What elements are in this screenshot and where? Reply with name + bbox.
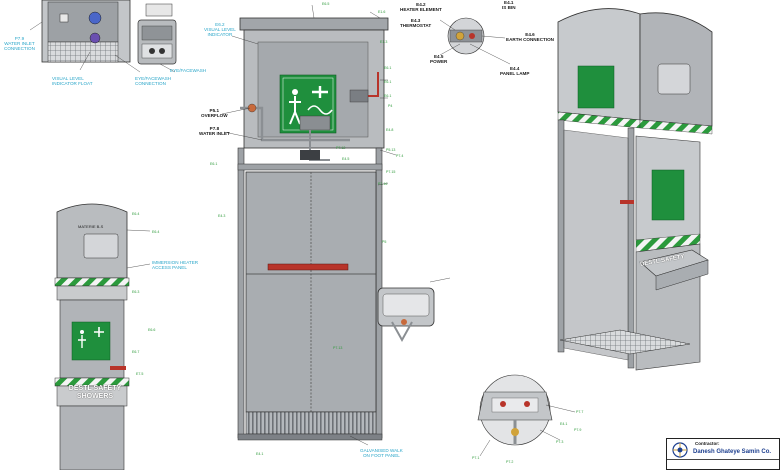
label-power: E4.5 POWER — [430, 54, 448, 65]
title-block-grid — [667, 459, 779, 469]
eyewash-bowl-center — [377, 287, 435, 343]
brand-text-left: DESTL SAFETY SHOWERS — [68, 385, 122, 400]
label-visual-level-indicator: E6.2 VISUAL LEVEL INDICATOR — [204, 22, 236, 38]
part-tag: P7.16 — [378, 182, 388, 186]
part-tag: E4.3 — [218, 214, 226, 218]
heater-detail-circle — [439, 17, 511, 65]
label-immersion-heater: IMMERSION HEATER ACCESS PANEL — [152, 260, 199, 271]
title-block: Contractor: Danesh Ghateye Samin Co. — [666, 438, 780, 470]
part-tag: E4.5 — [342, 157, 350, 161]
right-isometric-view — [557, 8, 713, 371]
part-tag: E4.1 — [560, 422, 568, 426]
label-overflow: P5.1 OVERFLOW — [201, 108, 228, 119]
part-tag: P7.7 — [576, 410, 584, 414]
label-heater-element: E4.2 HEATER ELEMENT — [400, 2, 442, 13]
contractor-name: Danesh Ghateye Samin Co. — [693, 449, 772, 455]
part-tag: E6.1 — [210, 162, 218, 166]
part-tag: P7.3 — [556, 440, 564, 444]
part-tag: E1.3 — [380, 40, 388, 44]
part-tag: E6.1 — [384, 80, 392, 84]
label-eyefacewash-connection: EYE/FACEWASH CONNECTION — [135, 76, 172, 87]
company-logo-icon — [672, 442, 688, 458]
part-tag: E6.7 — [132, 350, 140, 354]
part-tag: P4 — [388, 104, 393, 108]
valve-knob-icon — [89, 32, 101, 44]
leader-lines — [221, 4, 451, 446]
eyewash-detail-circle — [477, 374, 576, 457]
part-tag: E6.1 — [384, 66, 392, 70]
contractor-label: Contractor: — [695, 441, 720, 446]
part-tag: E7.5 — [136, 372, 144, 376]
part-tag: P5 — [382, 240, 387, 244]
part-tag: E1.6 — [378, 10, 386, 14]
part-tag: P7.9 — [574, 428, 582, 432]
part-tag: E6.6 — [148, 328, 156, 332]
label-visual-level-float: VISUAL LEVEL INDICATOR FLOAT — [52, 76, 93, 87]
label-earth-connection: E4.6 EARTH CONNECTION — [506, 32, 554, 43]
center-front-view — [237, 17, 389, 441]
label-eyefacewash: EYE/FACEWASH — [170, 68, 207, 73]
label-panel-lamp: E4.4 PANEL LAMP — [500, 66, 530, 77]
part-tag: E4.1 — [256, 452, 264, 456]
top-left-detail-view — [29, 0, 177, 73]
part-tag: P7.4 — [396, 154, 404, 158]
part-tag: E6.4 — [152, 230, 160, 234]
part-tag: P5.13 — [386, 148, 396, 152]
label-thermostat: E4.3 THERMOSTAT — [400, 18, 432, 29]
model-text-left: MATERIE B-S — [78, 224, 104, 229]
label-water-inlet: P7.8 WATER INLET — [199, 126, 230, 137]
label-is-bin: E4.1 IS BIN — [502, 0, 516, 11]
red-pull-handle — [267, 263, 349, 271]
part-tag: P7.13 — [333, 346, 343, 350]
label-galvanised-walk: GALVANISED WALK ON FOOT PANEL — [360, 448, 403, 459]
part-tag: P7.12 — [336, 146, 346, 150]
part-tag: P7.15 — [386, 170, 396, 174]
part-tag: E6.3 — [132, 290, 140, 294]
part-tag: P7.2 — [506, 460, 514, 464]
label-water-inlet-connection: P7.9 WATER INLET CONNECTION — [4, 36, 35, 52]
part-tag: E4.8 — [386, 128, 394, 132]
heater-knob-icon — [88, 11, 102, 25]
part-tag: E6.4 — [132, 212, 140, 216]
part-tag: E6.5 — [322, 2, 330, 6]
left-side-view — [54, 203, 151, 470]
part-tag: P7.1 — [472, 456, 480, 460]
part-tag: E6.1 — [384, 94, 392, 98]
